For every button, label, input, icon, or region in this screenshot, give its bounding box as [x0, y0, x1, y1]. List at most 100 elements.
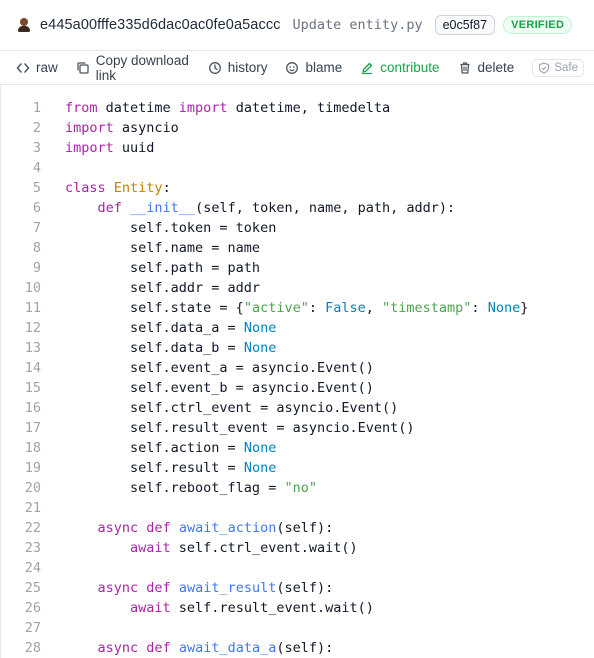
code-line: 12 self.data_a = None — [1, 318, 277, 338]
line-number[interactable]: 14 — [24, 360, 41, 376]
code-token — [65, 600, 130, 616]
code-token: self.reboot_flag = — [65, 480, 285, 496]
code-token: None — [243, 340, 277, 356]
code-text: self.token = token — [65, 218, 276, 238]
code-text: await self.result_event.wait() — [65, 598, 374, 618]
code-text: import asyncio — [65, 118, 179, 138]
code-token: : — [308, 300, 326, 316]
code-line: 8 self.name = name — [1, 238, 260, 258]
code-token: self.path = path — [65, 260, 261, 276]
history-button[interactable]: history — [208, 60, 268, 75]
delete-button[interactable]: delete — [458, 60, 515, 75]
code-text: self.event_b = asyncio.Event() — [65, 378, 374, 398]
line-number[interactable]: 23 — [24, 540, 41, 556]
code-token: await_result — [178, 580, 277, 596]
code-text: self.path = path — [65, 258, 260, 278]
shield-check-icon — [538, 61, 550, 74]
code-token: self.data_b = — [65, 340, 244, 356]
code-line: 10 self.addr = addr — [1, 278, 260, 298]
code-line: 23 await self.ctrl_event.wait() — [1, 538, 358, 558]
line-number[interactable]: 18 — [24, 440, 41, 456]
code-token: await — [130, 600, 171, 616]
code-token: datetime, timedelta — [227, 100, 391, 116]
commit-hash[interactable]: e445a00fffe335d6dac0ac0fe0a5accc — [40, 17, 281, 33]
commit-message[interactable]: Update entity.py — [292, 17, 423, 33]
code-text: from datetime import datetime, timedelta — [65, 98, 390, 118]
line-number[interactable]: 6 — [32, 200, 41, 216]
raw-button[interactable]: raw — [16, 60, 58, 75]
code-text: import uuid — [65, 138, 154, 158]
code-text: self.action = None — [65, 438, 276, 458]
line-number[interactable]: 7 — [32, 220, 41, 236]
line-number[interactable]: 9 — [32, 260, 41, 276]
code-token: self.result = — [65, 460, 244, 476]
code-token — [65, 540, 130, 556]
line-number[interactable]: 10 — [24, 280, 41, 296]
code-token — [171, 640, 179, 656]
line-number[interactable]: 5 — [32, 180, 41, 196]
code-token: (self, token, name, path, addr): — [195, 200, 456, 216]
code-token: : — [471, 300, 488, 316]
code-token: class — [65, 180, 106, 196]
line-number[interactable]: 1 — [32, 100, 41, 116]
code-token: self.event_a = asyncio.Event() — [65, 360, 374, 376]
line-number[interactable]: 11 — [24, 300, 41, 316]
line-number[interactable]: 16 — [24, 400, 41, 416]
code-text: self.result_event = asyncio.Event() — [65, 418, 414, 438]
code-token: def — [97, 200, 122, 216]
code-token: (self): — [276, 580, 334, 596]
code-token: } — [520, 300, 529, 316]
commit-bar: e445a00fffe335d6dac0ac0fe0a5accc Update … — [0, 0, 594, 50]
line-number[interactable]: 26 — [24, 600, 41, 616]
pencil-icon — [360, 61, 374, 75]
code-token: datetime — [97, 100, 179, 116]
code-token: self.action = — [65, 440, 244, 456]
line-number[interactable]: 3 — [32, 140, 41, 156]
line-number[interactable]: 22 — [24, 520, 41, 536]
code-text: self.event_a = asyncio.Event() — [65, 358, 374, 378]
code-token: await_action — [178, 520, 277, 536]
line-number[interactable]: 12 — [24, 320, 41, 336]
line-number[interactable]: 4 — [32, 160, 41, 176]
code-line: 6 def __init__(self, token, name, path, … — [1, 198, 455, 218]
copy-download-link-button[interactable]: Copy download link — [76, 53, 190, 83]
line-number[interactable]: 2 — [32, 120, 41, 136]
code-token: self.data_a = — [65, 320, 244, 336]
line-number[interactable]: 27 — [24, 620, 41, 636]
code-text: self.name = name — [65, 238, 260, 258]
blame-button[interactable]: blame — [285, 60, 342, 75]
contribute-button[interactable]: contribute — [360, 60, 440, 75]
code-token — [106, 180, 114, 196]
history-label: history — [227, 60, 268, 75]
code-token: import — [65, 120, 114, 136]
code-line: 2 import asyncio — [1, 118, 179, 138]
code-token: None — [487, 300, 521, 316]
line-number[interactable]: 20 — [24, 480, 41, 496]
line-number[interactable]: 8 — [32, 240, 41, 256]
line-number[interactable]: 21 — [24, 500, 41, 516]
code-token — [65, 580, 98, 596]
line-number[interactable]: 24 — [24, 560, 41, 576]
line-number[interactable]: 19 — [24, 460, 41, 476]
line-number[interactable]: 13 — [24, 340, 41, 356]
line-number[interactable]: 25 — [24, 580, 41, 596]
code-token: await_data_a — [178, 640, 277, 656]
code-view[interactable]: 1 from datetime import datetime, timedelt… — [0, 84, 594, 658]
delete-label: delete — [477, 60, 515, 75]
line-number[interactable]: 17 — [24, 420, 41, 436]
code-line: 18 self.action = None — [1, 438, 277, 458]
code-token — [65, 520, 98, 536]
code-line: 11 self.state = {"active": False, "times… — [1, 298, 529, 318]
line-number[interactable]: 15 — [24, 380, 41, 396]
code-token: asyncio — [113, 120, 179, 136]
copy-label: Copy download link — [95, 52, 189, 83]
code-token: Entity — [113, 180, 163, 196]
code-token: self.addr = addr — [65, 280, 261, 296]
avatar[interactable] — [18, 18, 30, 32]
code-text: async def await_action(self): — [65, 518, 334, 538]
code-token: : — [162, 180, 171, 196]
code-line: 20 self.reboot_flag = "no" — [1, 478, 317, 498]
line-number[interactable]: 28 — [24, 640, 41, 656]
short-sha-button[interactable]: e0c5f87 — [434, 15, 496, 35]
code-token: None — [243, 320, 277, 336]
